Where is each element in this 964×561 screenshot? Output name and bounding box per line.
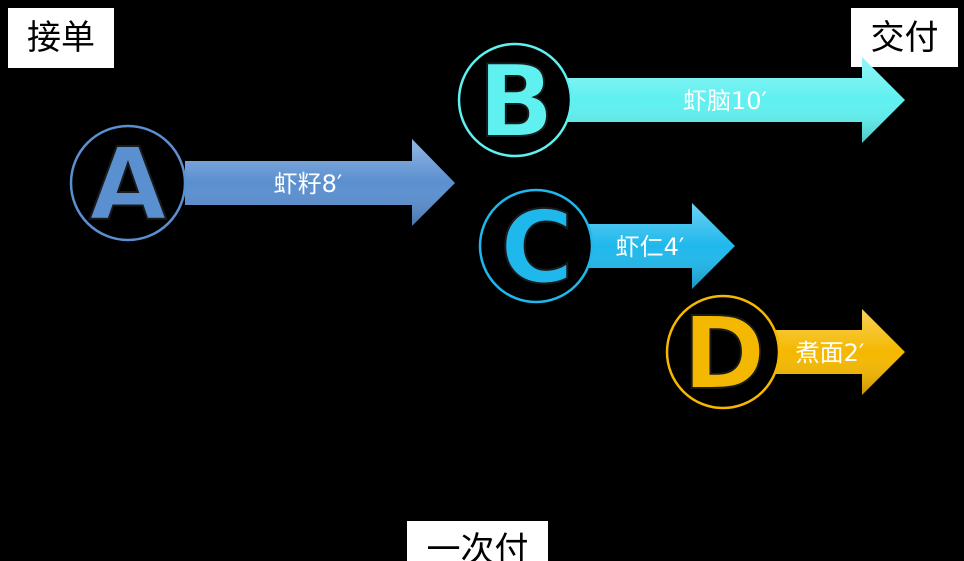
task-b-circle — [457, 42, 573, 158]
task-c-label: 虾仁4′ — [616, 233, 685, 261]
task-d-letter: D — [682, 295, 765, 412]
start-label: 接单 — [8, 8, 114, 68]
process-diagram: A 虾籽8′ B 虾脑10′ C 虾仁4′ D 煮面2′ — [69, 42, 905, 413]
task-b: B 虾脑10′ — [457, 42, 905, 161]
task-a-circle — [69, 124, 187, 242]
end-label: 交付 — [851, 8, 958, 67]
task-a-label: 虾籽8′ — [274, 170, 343, 198]
task-d-circle — [665, 294, 781, 410]
task-b-label: 虾脑10′ — [683, 87, 767, 115]
task-a-letter: A — [89, 126, 166, 243]
task-d-label: 煮面2′ — [796, 339, 865, 367]
task-b-letter: B — [478, 43, 554, 160]
task-c-letter: C — [500, 189, 573, 306]
task-c-circle — [478, 188, 594, 304]
task-a: A 虾籽8′ — [69, 124, 455, 244]
task-d: D 煮面2′ — [665, 294, 905, 413]
task-c: C 虾仁4′ — [478, 188, 735, 307]
